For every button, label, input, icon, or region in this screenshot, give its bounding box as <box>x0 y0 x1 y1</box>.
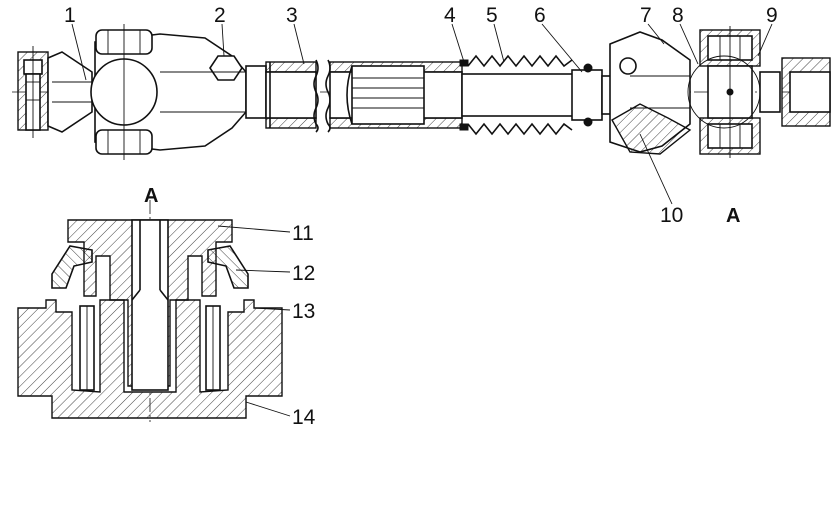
detail-a-marker-section: A <box>144 185 158 207</box>
detail-a-marker-main: A <box>726 205 740 227</box>
universal-joint-2 <box>687 26 761 158</box>
callout-12: 12 <box>292 262 315 285</box>
callout-1: 1 <box>64 4 76 27</box>
yoke-2 <box>609 31 692 155</box>
universal-joint-1 <box>90 24 247 160</box>
callout-5: 5 <box>486 4 498 27</box>
protective-boot <box>459 54 581 136</box>
callout-10: 10 <box>660 204 683 227</box>
output-flange <box>759 57 831 127</box>
leader-lines <box>71 23 773 417</box>
shaft-assembly <box>12 24 831 160</box>
detail-a-section <box>17 200 283 422</box>
callout-4: 4 <box>444 4 456 27</box>
callout-13: 13 <box>292 300 315 323</box>
callout-2: 2 <box>214 4 226 27</box>
callout-7: 7 <box>640 4 652 27</box>
shaft-tube <box>245 59 463 133</box>
callout-14: 14 <box>292 406 316 429</box>
callout-6: 6 <box>534 4 546 27</box>
bolt-hex-head <box>209 55 243 81</box>
callout-3: 3 <box>286 4 298 27</box>
left-clamp-yoke <box>17 46 93 138</box>
callout-11: 11 <box>292 222 314 245</box>
callout-8: 8 <box>672 4 684 27</box>
callout-9: 9 <box>766 4 778 27</box>
